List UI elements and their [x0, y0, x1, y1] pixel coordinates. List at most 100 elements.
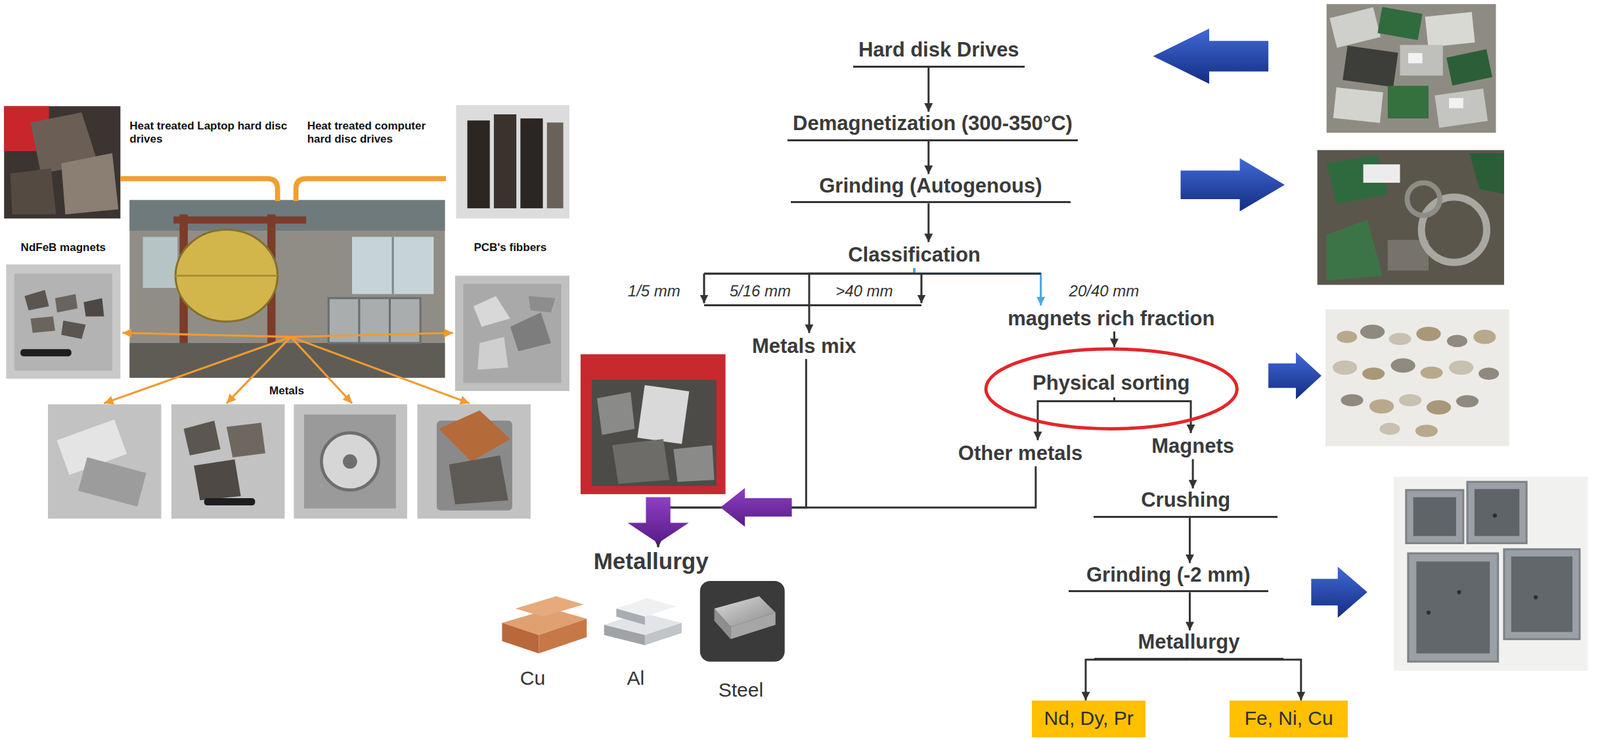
plant-photo	[129, 199, 445, 231]
powder-trays-photo	[1492, 512, 1497, 517]
product-box: Nd, Dy, Pr	[1031, 700, 1145, 737]
computer-hdd-photo	[467, 120, 490, 209]
magnet-pieces-photo	[1369, 398, 1394, 414]
laptop-hdd-photo	[3, 106, 121, 219]
flow-label: Other metals	[954, 440, 1088, 467]
laptop-hdd-photo	[3, 106, 121, 219]
plant-photo	[175, 274, 278, 277]
metals-tray-photo	[449, 455, 509, 505]
metals-tray-photo	[183, 420, 221, 456]
plant-photo	[175, 229, 278, 322]
computer-hdd-photo	[520, 118, 543, 209]
powder-trays-photo	[1426, 610, 1431, 615]
ground-hdd-photo	[1421, 197, 1487, 263]
ndfeb-tray-photo	[5, 264, 121, 379]
process-step: Classification	[844, 241, 985, 268]
ground-hdd-photo	[1317, 149, 1505, 285]
aluminium-ingots	[644, 622, 682, 645]
process-step: Crushing	[1093, 488, 1278, 518]
metals-tray-photo	[321, 432, 379, 490]
powder-trays-photo	[1533, 595, 1538, 600]
computer-hdd-photo	[493, 114, 517, 209]
pcb-fibre-tray-photo	[463, 283, 561, 383]
steel-ingot	[700, 580, 785, 662]
flow-arrow	[1188, 591, 1191, 630]
pcb-fibre-tray-photo	[528, 296, 556, 313]
flow-arrow	[1189, 659, 1301, 701]
powder-trays-photo	[1413, 497, 1457, 536]
hdd-pile-photo	[1377, 6, 1423, 41]
hdd-pile-photo	[1387, 85, 1429, 119]
hdd-pile-photo	[1326, 3, 1497, 133]
magnet-pieces-photo	[1362, 367, 1385, 380]
orange-output-arrow	[103, 336, 291, 404]
hdd-pile-photo	[1425, 11, 1476, 48]
size-fraction: 20/40 mm	[1069, 281, 1140, 301]
plant-photo	[129, 342, 445, 378]
ground-hdd-photo	[1317, 149, 1505, 285]
sorting-ellipse: Physical sorting	[983, 346, 1239, 431]
metals-tray-photo	[342, 453, 358, 469]
purple-block-arrow	[627, 497, 689, 544]
classification-branch	[704, 273, 1042, 305]
metals-tray-photo	[293, 403, 407, 519]
ndfeb-tray-photo	[14, 273, 113, 371]
node-text: Fe, Ni, Cu	[1244, 706, 1334, 730]
node-text: Grinding (-2 mm)	[1073, 562, 1264, 587]
hdd-pile-photo	[1329, 7, 1381, 48]
classification-branch	[704, 304, 922, 307]
blue-block-arrow	[1268, 352, 1322, 399]
plant-photo	[392, 236, 395, 294]
ground-hdd-photo	[1326, 219, 1383, 281]
plant-photo	[129, 199, 445, 378]
node-text: Demagnetization (300-350°C)	[792, 111, 1073, 136]
hdd-pile-photo	[1326, 3, 1497, 133]
blue-block-arrow	[1180, 158, 1285, 212]
process-step: Metallurgy	[1094, 629, 1283, 660]
ndfeb-tray-photo	[24, 289, 49, 311]
photo-caption: Heat treated computer hard disc drives	[307, 119, 451, 147]
flow-arrow	[1085, 659, 1190, 701]
node-text: magnets rich fraction	[1007, 306, 1215, 331]
pcb-fibre-tray-photo	[510, 311, 552, 351]
flow-arrow	[927, 67, 930, 112]
steel-ingot	[730, 612, 776, 639]
hdd-pile-photo	[1333, 87, 1384, 123]
metals-tray-photo	[171, 403, 285, 519]
orange-feed-pipe	[296, 178, 446, 201]
flow-arrow	[809, 267, 915, 334]
flow-label: Metals mix	[748, 333, 861, 360]
magnet-pieces-photo	[1448, 359, 1474, 375]
flow-arrow	[1188, 517, 1191, 563]
aluminium-ingots	[604, 624, 645, 645]
classification-branch	[920, 273, 923, 303]
photo-caption: Heat treated Laptop hard disc drives	[129, 119, 288, 147]
computer-hdd-photo	[455, 105, 569, 219]
flow-arrow	[927, 202, 930, 242]
magnet-pieces-photo	[1473, 329, 1496, 345]
pcb-fibre-tray-photo	[455, 275, 570, 391]
ndfeb-tray-photo	[20, 348, 72, 356]
ndfeb-tray-photo	[5, 264, 121, 379]
flow-arrow	[927, 141, 930, 175]
metals-tray-photo	[193, 459, 241, 500]
node-text: Metallurgy	[1099, 629, 1278, 654]
metal-scrap-bin-photo	[612, 438, 670, 484]
metals-tray-photo	[47, 403, 161, 519]
orange-output-arrow	[290, 332, 454, 337]
magnet-pieces-photo	[1336, 330, 1357, 343]
magnet-pieces-photo	[1325, 309, 1510, 446]
orange-output-arrow	[103, 332, 469, 403]
magnet-pieces-photo	[1360, 324, 1385, 339]
ingot-label: Cu	[520, 666, 546, 689]
laptop-hdd-photo	[61, 153, 119, 215]
node-text: Physical sorting	[1032, 371, 1190, 395]
pcb-fibre-tray-photo	[455, 275, 570, 391]
flow-label: magnets rich fraction	[1003, 305, 1219, 332]
orange-feed-pipe	[120, 178, 446, 201]
photo-caption: NdFeB magnets	[21, 241, 106, 255]
photo-caption: PCB's fibbers	[473, 241, 547, 255]
magnet-pieces-photo	[1426, 400, 1451, 415]
ndfeb-tray-photo	[61, 320, 86, 339]
